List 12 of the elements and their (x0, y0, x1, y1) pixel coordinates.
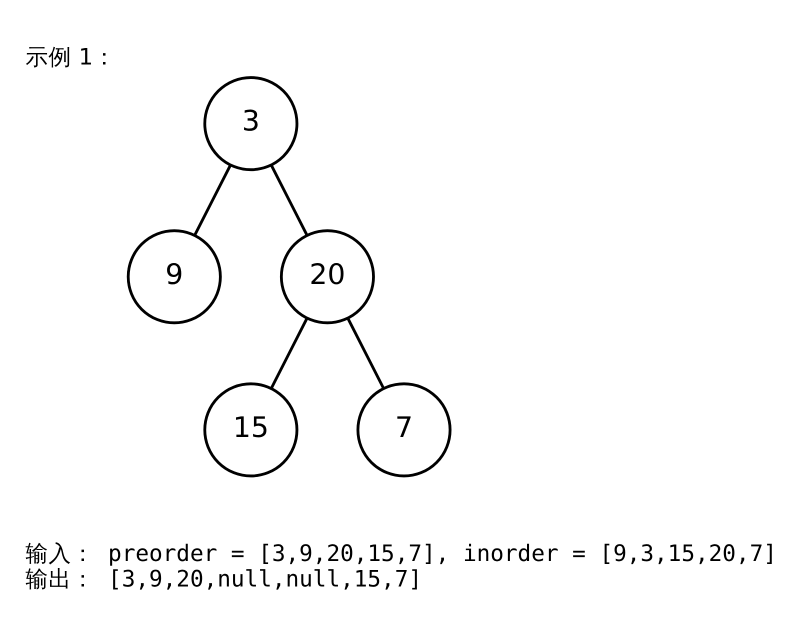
label: 输出： [3,9,20,null,null,15,7] (25, 566, 422, 592)
node-circle: 7 (356, 382, 452, 478)
label: 输入： preorder = [3,9,20,15,7], inorder = [9,3,15,20,7] (25, 540, 777, 567)
diagram-title: 示例 1： (25, 44, 116, 70)
connector (194, 164, 232, 236)
node-circle: 3 (203, 76, 298, 172)
node-circle: 20 (280, 229, 375, 324)
node-circle: 9 (126, 229, 222, 324)
connector (346, 318, 385, 389)
node-circle: 15 (203, 382, 298, 478)
connector (270, 164, 308, 236)
connector (270, 318, 308, 389)
